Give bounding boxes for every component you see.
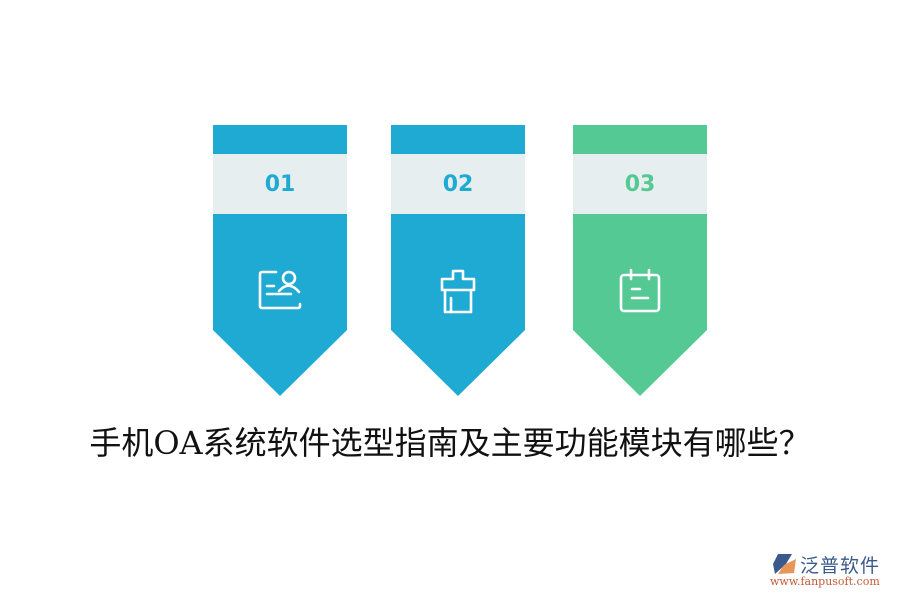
brand-url[interactable]: www.fanpusoft.com [770,575,880,588]
card-number: 02 [391,154,525,214]
card-top-strip [213,125,347,154]
card-arrow-tip [213,330,347,396]
card-number: 01 [213,154,347,214]
step-card-01: 01 [213,125,347,397]
brand-logo[interactable]: 泛普软件 www.fanpusoft.com [768,553,893,593]
calendar-icon [619,268,661,313]
profile-document-icon [258,270,302,310]
card-arrow-tip [391,330,525,396]
page-title: 手机OA系统软件选型指南及主要功能模块有哪些？ [89,424,811,462]
card-body [213,214,347,330]
card-number: 03 [573,154,707,214]
step-card-02: 02 [391,125,525,397]
step-card-03: 03 [573,125,707,397]
card-top-strip [391,125,525,154]
card-top-strip [573,125,707,154]
fanpu-logo-icon [773,554,796,574]
brand-name: 泛普软件 [800,555,881,577]
building-icon [440,269,476,314]
card-arrow-tip [573,330,707,396]
